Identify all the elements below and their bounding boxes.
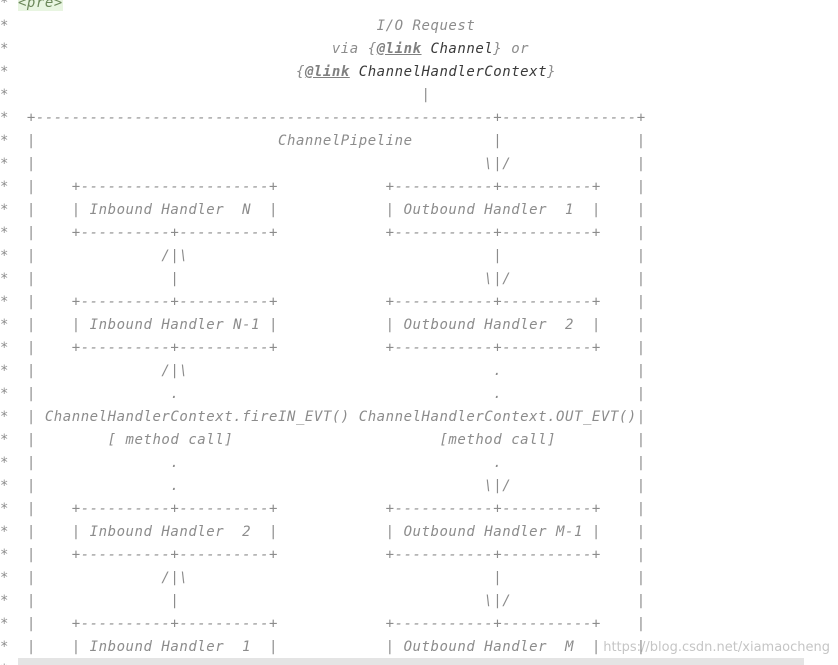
code-line: * | . . | (0, 455, 646, 471)
code-line: * | +----------+----------+ +-----------… (0, 294, 646, 310)
code-line: * +-------------------------------------… (0, 110, 646, 126)
code-line: * | /|\ | | (0, 570, 646, 586)
code-line-io-request: * I/O Request (0, 18, 476, 34)
code-line: * | | Inbound Handler 1 | | Outbound Han… (0, 639, 646, 655)
pre-tag: <pre> (17, 0, 63, 11)
watermark: https://blog.csdn.net/xiamaocheng (603, 640, 830, 655)
code-line: * | +----------+----------+ +-----------… (0, 547, 646, 563)
code-line-pre: * <pre> (0, 0, 63, 15)
javadoc-link-target[interactable]: Channel (421, 41, 494, 57)
code-line: * | . \|/ | (0, 478, 646, 494)
javadoc-link-tag[interactable]: @link (376, 41, 422, 57)
code-line: * | | \|/ | (0, 271, 646, 287)
code-line: * | +----------+----------+ +-----------… (0, 225, 646, 241)
code-line: * | /|\ . | (0, 363, 646, 379)
code-line-context-link: * {@link ChannelHandlerContext} (0, 61, 556, 84)
code-line: * | +---------------------+ +-----------… (0, 179, 646, 195)
code-line: * | +----------+----------+ +-----------… (0, 340, 646, 356)
javadoc-link-target[interactable]: ChannelHandlerContext (349, 64, 548, 80)
comment-text: } or (493, 41, 530, 57)
code-line-via-channel: * via {@link Channel} or (0, 38, 529, 61)
comment-prefix: * (0, 0, 18, 11)
code-line: * | | \|/ | (0, 593, 646, 609)
comment-text: * via { (0, 41, 377, 57)
comment-text: } (547, 64, 557, 80)
code-line: * | | Inbound Handler 2 | | Outbound Han… (0, 524, 646, 540)
code-line: * | [ method call] [method call] | (0, 432, 646, 448)
code-line: * | \|/ | (0, 156, 646, 172)
comment-text: * { (0, 64, 305, 80)
horizontal-scrollbar[interactable] (18, 658, 804, 665)
code-line: * | | Inbound Handler N | | Outbound Han… (0, 202, 646, 218)
code-line: * | | Inbound Handler N-1 | | Outbound H… (0, 317, 646, 333)
code-line: * | ChannelHandlerContext.fireIN_EVT() C… (0, 409, 646, 425)
code-line: * | . . | (0, 386, 646, 402)
code-line: * | +----------+----------+ +-----------… (0, 501, 646, 517)
code-line: * | /|\ | | (0, 248, 646, 264)
code-line: * | ChannelPipeline | | (0, 133, 646, 149)
javadoc-link-tag[interactable]: @link (304, 64, 350, 80)
code-line: * | (0, 87, 431, 103)
code-line: * | +----------+----------+ +-----------… (0, 616, 646, 632)
